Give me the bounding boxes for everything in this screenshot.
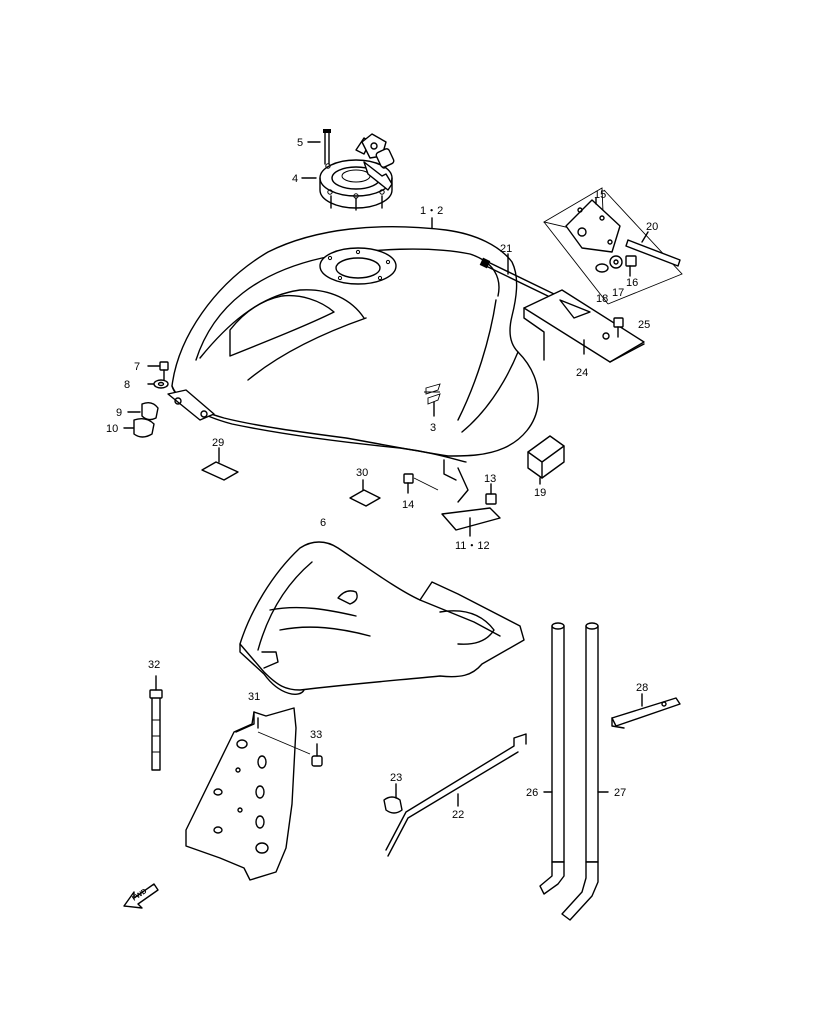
front-mount-hardware xyxy=(123,361,169,438)
label-5: 5 xyxy=(297,137,303,149)
label-33: 33 xyxy=(310,729,322,741)
label-22: 22 xyxy=(452,809,464,821)
label-11-12: 11・12 xyxy=(455,540,490,552)
label-9: 9 xyxy=(116,407,122,419)
label-15: 15 xyxy=(594,189,606,201)
tank-cushion xyxy=(527,435,565,485)
heat-shield-plate xyxy=(185,707,323,881)
label-8: 8 xyxy=(124,379,130,391)
label-19: 19 xyxy=(534,487,546,499)
label-6: 6 xyxy=(320,517,326,529)
hinge-bracket-assembly xyxy=(479,187,683,363)
tank-strap xyxy=(149,675,163,771)
label-16: 16 xyxy=(626,277,638,289)
bracket-clip xyxy=(611,693,681,729)
label-10: 10 xyxy=(106,423,118,435)
leader-lines xyxy=(301,141,649,355)
label-17: 17 xyxy=(612,287,624,299)
label-28: 28 xyxy=(636,682,648,694)
part-labels: 1・2 3 4 5 6 7 8 9 10 11・12 13 14 15 16 1… xyxy=(106,137,658,821)
tank-under-cover xyxy=(239,541,525,695)
label-3: 3 xyxy=(430,422,436,434)
label-20: 20 xyxy=(646,221,658,233)
label-29: 29 xyxy=(212,437,224,449)
label-32: 32 xyxy=(148,659,160,671)
label-14: 14 xyxy=(402,499,414,511)
drain-pipe xyxy=(383,733,527,857)
rear-mount-parts xyxy=(403,473,501,537)
label-18: 18 xyxy=(596,293,608,305)
label-30: 30 xyxy=(356,467,368,479)
label-23: 23 xyxy=(390,772,402,784)
label-7: 7 xyxy=(134,361,140,373)
label-31: 31 xyxy=(248,691,260,703)
label-4: 4 xyxy=(292,173,298,185)
label-24: 24 xyxy=(576,367,588,379)
fuel-cap-assembly xyxy=(319,129,395,211)
label-21: 21 xyxy=(500,243,512,255)
label-27: 27 xyxy=(614,787,626,799)
label-13: 13 xyxy=(484,473,496,485)
fuel-tank xyxy=(167,225,539,503)
fwd-arrow-icon: FWD xyxy=(123,883,159,909)
tank-pads xyxy=(201,447,381,507)
label-1-2: 1・2 xyxy=(420,205,443,217)
label-26: 26 xyxy=(526,787,538,799)
label-25: 25 xyxy=(638,319,650,331)
fuel-hoses xyxy=(539,622,609,921)
